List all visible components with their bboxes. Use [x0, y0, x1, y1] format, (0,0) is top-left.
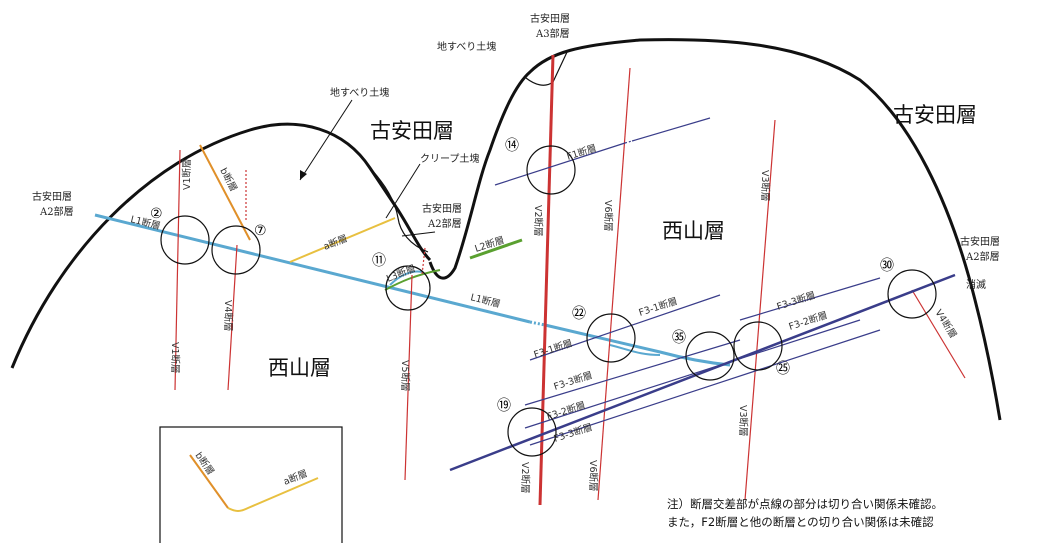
label-v3-bottom: V3断層 — [737, 405, 749, 437]
label-slide-block-top: 地すべり土塊 — [437, 40, 496, 53]
v4-fault-right — [911, 289, 966, 379]
note-line-2: また，F2断層と他の断層との切り合い関係は未確認 — [667, 515, 934, 529]
intersection-circle-2 — [160, 215, 210, 265]
label-a-fault: a断層 — [322, 232, 350, 252]
intersection-circle-11 — [385, 265, 431, 311]
note-line-1: 注）断層交差部が点線の部分は切り合い関係未確認。 — [667, 497, 943, 511]
label-v1-top: V1断層 — [181, 158, 193, 190]
v4-fault-left — [227, 244, 238, 391]
v1-fault — [174, 149, 181, 391]
v5-dotted — [421, 247, 426, 276]
boundary-left-dome — [10, 122, 432, 369]
slide-block-top-outline — [525, 49, 569, 86]
label-f33-bot: F3-3断層 — [552, 421, 594, 445]
unit-nishiyama-left: 西山層 — [268, 356, 331, 380]
intersection-num-19: ⑲ — [497, 398, 511, 414]
intersection-num-7: ⑦ — [254, 223, 267, 239]
label-f31-mid: F3-1断層 — [532, 337, 574, 361]
boundary-valley-and-right — [428, 38, 1002, 421]
label-a2-mid-1: 古安田層 — [422, 202, 462, 215]
label-v2-bottom: V2断層 — [519, 462, 531, 494]
intersection-num-22: ㉒ — [572, 306, 586, 322]
intersection-circle-7 — [211, 225, 261, 275]
intersection-circle-19 — [507, 407, 557, 457]
f3-main — [449, 273, 956, 472]
f1-fault — [494, 142, 626, 186]
l2-fault — [469, 238, 523, 260]
label-a2-right-1: 古安田層 — [960, 235, 1000, 248]
v5-fault — [404, 274, 413, 481]
f32-fault-mid — [524, 319, 861, 429]
label-v2-mid: V2断層 — [532, 205, 544, 237]
v3-fault — [744, 119, 776, 501]
creep-block-outline — [371, 169, 429, 253]
unit-furuyasuda-right: 古安田層 — [893, 103, 977, 127]
label-f33-right: F3-3断層 — [775, 289, 817, 313]
intersection-num-25: ㉕ — [776, 361, 790, 377]
b-fault — [199, 144, 251, 241]
intersection-circle-14 — [526, 145, 576, 195]
v2-fault — [538, 54, 555, 506]
intersection-circle-25 — [733, 321, 783, 371]
intersection-num-30: ㉚ — [880, 258, 894, 274]
a-fault — [289, 217, 396, 263]
f33-fault-right — [739, 277, 881, 321]
label-a2-right-2: A2部層 — [965, 250, 1000, 263]
label-v1-bottom: V1断層 — [169, 342, 181, 374]
intersection-circle-30 — [887, 269, 937, 319]
intersection-num-2: ② — [150, 206, 163, 222]
unit-furuyasuda-left: 古安田層 — [370, 119, 454, 143]
label-f31-top: F3-1断層 — [637, 295, 679, 319]
label-v5: V5断層 — [399, 360, 411, 392]
label-v3-top: V3断層 — [759, 170, 771, 202]
label-creep-block: クリープ土塊 — [420, 152, 479, 165]
leader-a2-mid — [401, 231, 436, 237]
label-a3-top-2: A3部層 — [535, 27, 570, 40]
label-f32-right: F3-2断層 — [787, 309, 829, 333]
intersection-num-11: ⑪ — [372, 253, 386, 269]
f33-fault-mid — [524, 339, 741, 406]
label-b-top: b断層 — [217, 166, 239, 194]
inset-a-fault — [227, 477, 319, 512]
inset-box — [159, 426, 343, 543]
inset-b-fault — [189, 454, 229, 509]
intersection-circle-35 — [685, 331, 735, 381]
label-a2-left-1: 古安田層 — [32, 190, 72, 203]
label-a3-top-1: 古安田層 — [530, 12, 570, 25]
unit-nishiyama-center: 西山層 — [662, 219, 725, 243]
f1-fault-b — [631, 117, 711, 142]
f31-fault-bot — [529, 329, 881, 446]
leader-slide-left — [299, 99, 353, 181]
label-f33-mid: F3-3断層 — [552, 369, 594, 393]
label-v4-left: V4断層 — [222, 300, 234, 332]
label-a2-left-2: A2部層 — [39, 205, 74, 218]
l3-fault — [389, 270, 423, 286]
l3-green — [384, 269, 441, 291]
label-slide-block-left: 地すべり土塊 — [330, 86, 389, 99]
intersection-num-35: ㉟ — [672, 330, 686, 346]
f31-blue-curve — [609, 344, 661, 356]
label-a2-mid-2: A2部層 — [427, 217, 462, 230]
label-v4-right: V4断層 — [932, 307, 959, 340]
f31-fault-top — [529, 294, 721, 361]
leader-slide-left-arrowhead — [300, 170, 307, 180]
leader-creep — [385, 163, 421, 219]
label-v6-top: V6断層 — [602, 200, 614, 232]
l1-dotted-gap — [529, 320, 546, 327]
f1-dotted — [624, 140, 633, 144]
intersection-circle-22 — [586, 313, 636, 363]
v6-fault — [597, 67, 631, 501]
label-f1: F1断層 — [565, 142, 598, 163]
label-shometsu: 消滅 — [966, 278, 986, 291]
intersection-num-14: ⑭ — [505, 138, 519, 154]
label-v6-bottom: V6断層 — [587, 460, 599, 492]
